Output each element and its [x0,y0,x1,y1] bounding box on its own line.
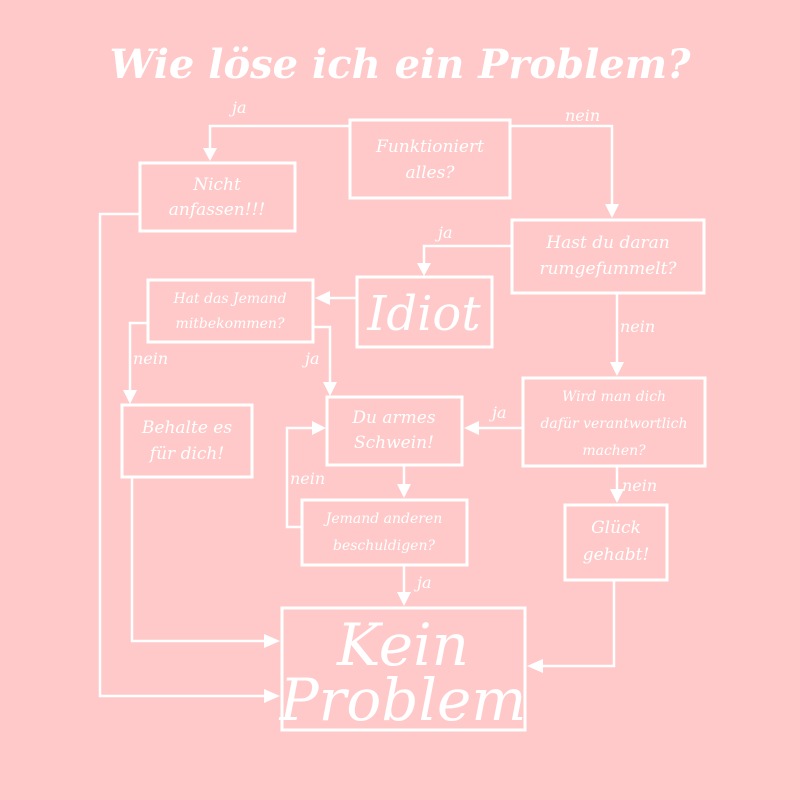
node-armes-schwein-line2: Schwein! [354,433,434,453]
node-rumgefummelt-box [510,218,706,295]
node-beschuldigen-box [300,498,469,567]
edge-nicht-anfassen-kein-problem [98,212,266,698]
arrowhead [264,634,280,648]
node-funktioniert-line2: alles? [406,163,456,183]
node-behalte-box [120,403,254,479]
edge-label-funktioniert-nein: nein [565,106,600,125]
arrowhead [315,291,330,305]
arrowhead [527,659,543,673]
node-jemand-mitbekommen-line1: Hat das Jemand [172,291,286,307]
node-rumgefummelt-line2: rumgefummelt? [539,259,677,279]
edge-glueck-kein-problem [541,580,616,668]
arrowhead [610,362,624,376]
node-verantwortlich-box [521,376,707,468]
edge-mitbekommen-ja [313,325,332,384]
edge-mitbekommen-nein [128,321,148,392]
edge-label-beschuldigen-ja: ja [414,573,432,592]
node-behalte-line2: für dich! [148,444,224,464]
edge-label-mitbekommen-nein: nein [133,349,168,368]
node-idiot-box [355,275,494,349]
arrowhead [397,592,411,606]
node-kein-problem-line2: Problem [279,666,527,734]
node-armes-schwein-line1: Du armes [351,408,435,428]
arrowhead [610,489,624,503]
arrowhead [312,421,326,435]
arrowhead [464,421,479,435]
arrowhead [123,390,137,404]
edge-beschuldigen-nein [285,426,314,529]
node-glueck-box [563,503,669,582]
node-funktioniert-box [348,118,512,200]
node-glueck-line1: Glück [591,518,641,538]
node-beschuldigen-line2: beschuldigen? [333,538,435,554]
node-nicht-anfassen-line2: anfassen!!! [169,200,265,220]
arrowhead [323,382,337,396]
node-verantwortlich-line1: Wird man dich [562,389,666,405]
edge-behalte-kein-problem [130,477,266,643]
arrowhead [203,148,217,161]
edge-label-rumgefummelt-nein: nein [620,317,655,336]
node-idiot-label: Idiot [366,286,481,342]
node-kein-problem-box [280,606,527,732]
node-nicht-anfassen-line1: Nicht [192,175,241,195]
edge-funktioniert-ja [208,124,350,150]
node-behalte-line1: Behalte es [141,418,232,438]
node-armes-schwein-box [325,395,464,467]
edge-label-schwein-nein: nein [290,469,325,488]
node-verantwortlich-line3: machen? [582,443,646,459]
edge-funktioniert-nein [510,124,614,206]
arrowhead [417,263,431,276]
node-rumgefummelt-line1: Hast du daran [545,233,669,253]
edge-label-funktioniert-ja: ja [229,98,247,117]
node-nicht-anfassen-box [138,161,297,233]
page-title: Wie löse ich ein Problem? [110,41,692,88]
edge-label-verantwortlich-nein: nein [622,476,657,495]
node-jemand-mitbekommen-box [146,278,315,344]
node-verantwortlich-line2: dafür verantwortlich [540,416,687,432]
edge-label-verantwortlich-ja: ja [489,403,507,422]
edge-label-rumgefummelt-ja: ja [435,223,453,242]
node-funktioniert-line1: Funktioniert [375,137,484,157]
node-beschuldigen-line1: Jemand anderen [323,511,443,527]
node-kein-problem-line1: Kein [336,611,469,679]
arrowhead [605,204,619,218]
edge-label-mitbekommen-ja: ja [302,349,320,368]
edge-rumgefummelt-ja [422,244,512,265]
node-glueck-line2: gehabt! [583,545,650,565]
arrowhead [397,484,411,498]
node-jemand-mitbekommen-line2: mitbekommen? [176,316,285,332]
arrowhead [264,689,280,703]
